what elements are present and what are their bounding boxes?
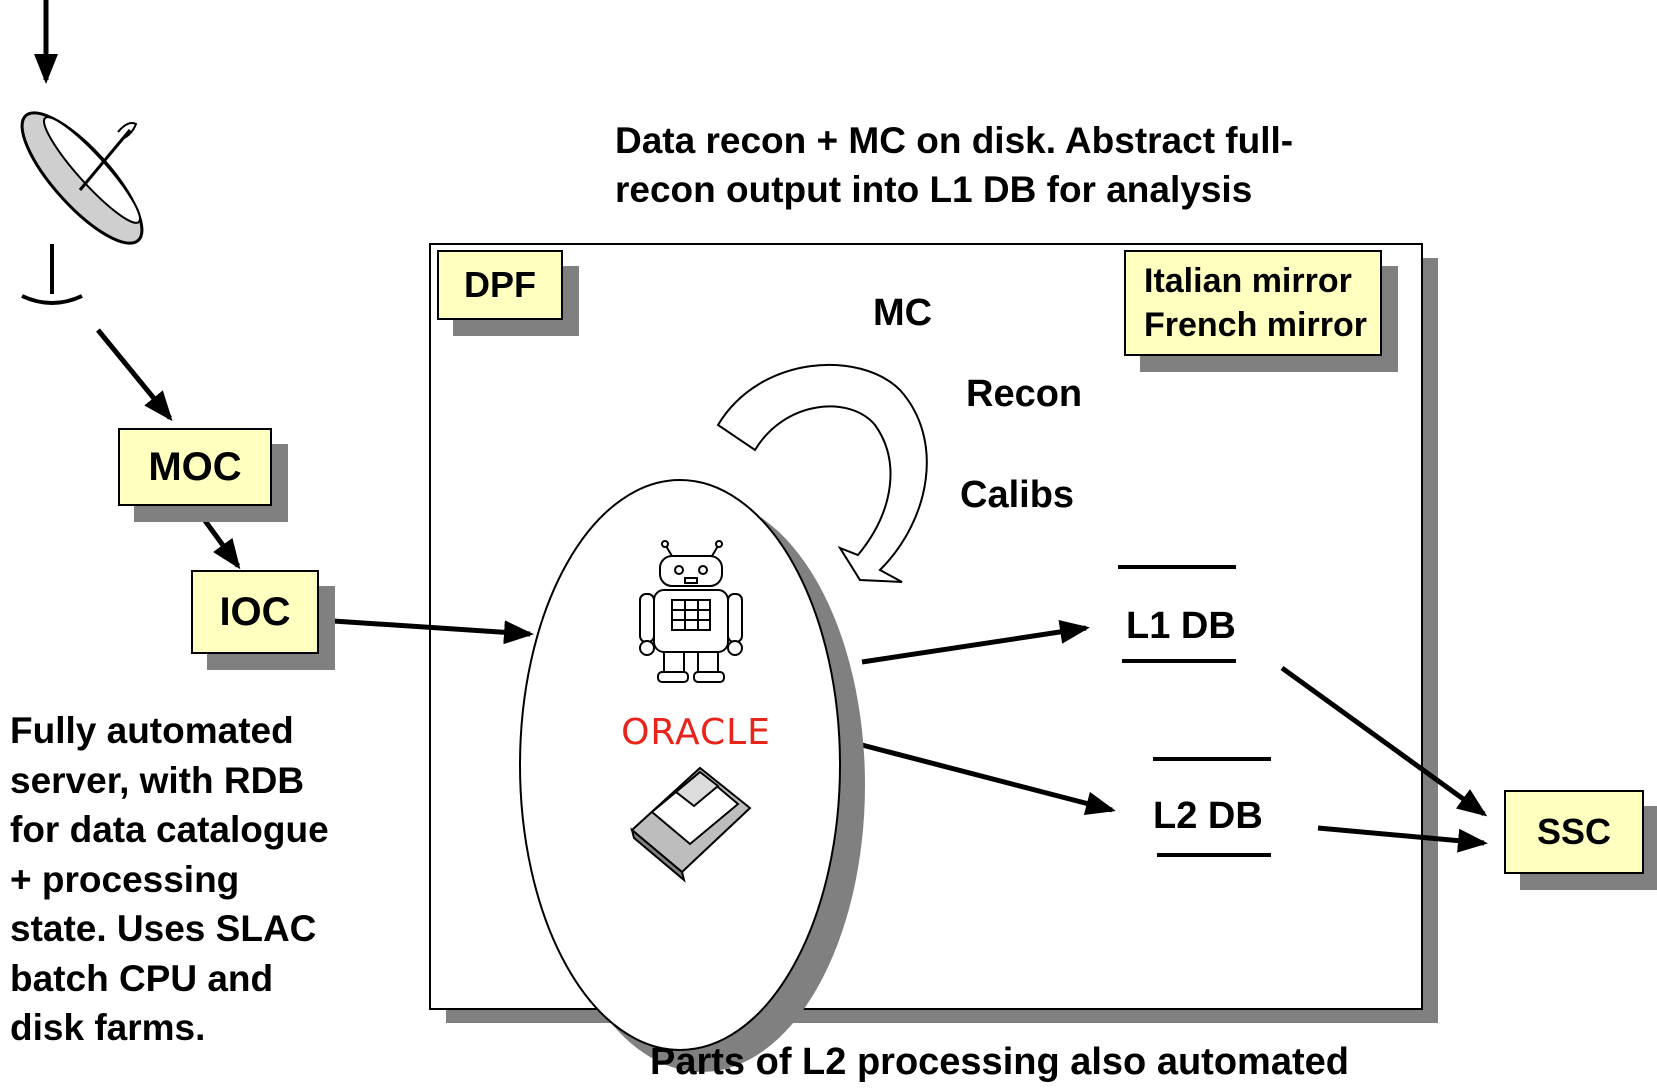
robot-icon [639, 540, 743, 683]
ioc-to-server-arrow [317, 617, 534, 645]
l1-db-top-line [1118, 565, 1236, 569]
dpf-box: DPF [437, 250, 563, 320]
oracle-logo-text: ORACLE [621, 711, 771, 753]
dish-to-moc-arrow [96, 328, 173, 422]
mirrors-box: Italian mirror French mirror [1124, 250, 1382, 356]
l1-db-bottom-line [1122, 659, 1236, 663]
ioc-box: IOC [191, 570, 319, 654]
l2-to-ssc-arrow [1317, 825, 1488, 853]
mc-label: MC [873, 292, 933, 334]
moc-box: MOC [118, 428, 272, 506]
top-note: Data recon + MC on disk. Abstract full- … [615, 120, 1294, 210]
satellite-dish-icon [20, 111, 144, 305]
server-to-l1-arrow [861, 620, 1090, 665]
l2-db-store: L2 DB [1153, 757, 1271, 859]
bottom-note: Parts of L2 processing also automated [650, 1041, 1349, 1083]
calibs-label: Calibs [960, 474, 1075, 516]
left-note: Fully automated server, with RDB for dat… [10, 710, 329, 1048]
recon-label: Recon [966, 373, 1083, 415]
processing-loop-arrow [716, 364, 928, 583]
l2-db-bottom-line [1157, 853, 1271, 857]
l1-db-label: L1 DB [1126, 605, 1236, 647]
moc-to-ioc-arrow [187, 498, 241, 570]
l1-to-ssc-arrow [1280, 665, 1488, 817]
l2-db-top-line [1153, 757, 1271, 761]
l2-db-label: L2 DB [1153, 795, 1263, 837]
oracle-logo: ORACLE [566, 710, 826, 754]
server-to-l2-arrow [861, 742, 1116, 816]
server-ellipse [519, 479, 841, 1051]
l1-db-store: L1 DB [1118, 565, 1236, 665]
ssc-box: SSC [1504, 790, 1644, 874]
floppy-disk-icon [630, 766, 752, 883]
